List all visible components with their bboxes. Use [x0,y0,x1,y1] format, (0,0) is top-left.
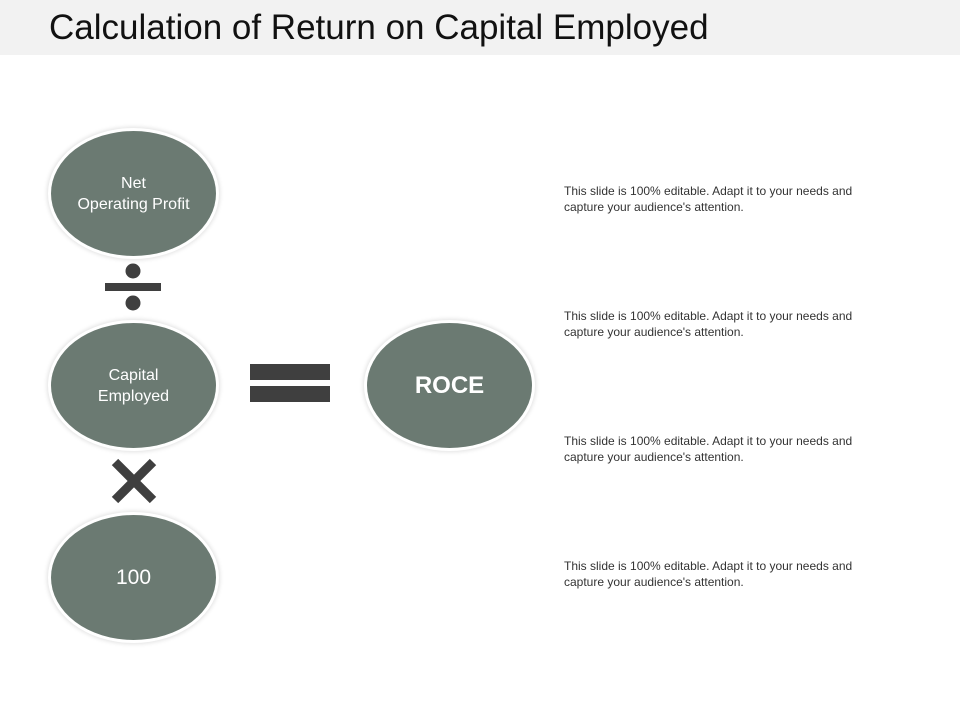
slide-title: Calculation of Return on Capital Employe… [49,8,709,47]
hundred-node: 100 [51,515,216,640]
description-text-4: This slide is 100% editable. Adapt it to… [564,559,853,589]
hundred-label: 100 [115,566,152,589]
equals-icon [250,364,330,402]
description-text-1: This slide is 100% editable. Adapt it to… [564,184,853,214]
capital-employed-node: Capital Employed [51,323,216,448]
net-operating-profit-node: Net Operating Profit [51,131,216,256]
multiply-icon [111,458,157,504]
divide-bottom-dot [125,295,141,311]
roce-node: ROCE [367,323,532,448]
roce-label: ROCE [414,372,485,399]
title-bar [0,0,960,55]
equals-bottom-bar [250,386,330,402]
net-operating-profit-label: Net Operating Profit [77,174,190,213]
multiply-stroke-2 [111,458,157,504]
divide-icon [105,263,161,311]
divide-top-dot [125,263,141,279]
description-text-3: This slide is 100% editable. Adapt it to… [564,434,853,464]
equals-top-bar [250,364,330,380]
capital-employed-label: Capital Employed [97,366,170,405]
description-text-2: This slide is 100% editable. Adapt it to… [564,309,853,339]
divide-bar [105,283,161,291]
